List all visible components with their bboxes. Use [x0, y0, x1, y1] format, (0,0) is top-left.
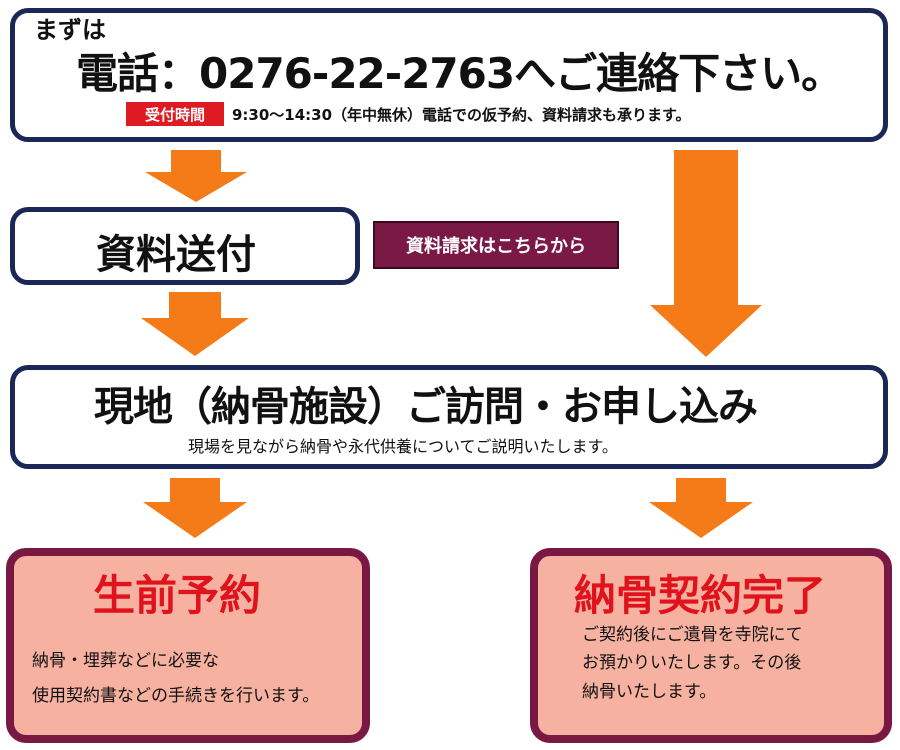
arrow-down-icon [141, 292, 249, 356]
arrow-down-long-icon [650, 150, 762, 357]
complete-outcome-line: ご契約後にご遺骨を寺院にて [582, 625, 803, 645]
hours-text: 9:30～14:30（年中無休）電話での仮予約、資料請求も承ります。 [232, 106, 691, 124]
hours-badge: 受付時間 [126, 102, 224, 126]
reservation-outcome-line: 使用契約書などの手続きを行います。 [32, 686, 320, 706]
arrow-down-icon [143, 478, 247, 538]
complete-outcome-title: 納骨契約完了 [574, 571, 827, 620]
reservation-outcome-title: 生前予約 [93, 571, 262, 620]
complete-outcome-line: お預かりいたします。その後 [582, 653, 802, 673]
complete-outcome-box [530, 548, 892, 743]
arrow-down-icon [649, 478, 753, 538]
contact-phone-line[interactable]: 電話：0276-22-2763へご連絡下さい。 [76, 49, 843, 98]
materials-step-box [10, 207, 360, 285]
request-materials-button[interactable]: 資料請求はこちらから [373, 221, 619, 269]
reservation-outcome-box [6, 548, 370, 743]
complete-outcome-line: 納骨いたします。 [582, 682, 717, 702]
visit-step-title: 現地（納骨施設）ご訪問・お申し込み [94, 384, 758, 430]
arrow-down-icon [145, 150, 247, 202]
contact-lead: まずは [34, 16, 106, 44]
materials-step-title: 資料送付 [96, 232, 256, 278]
visit-step-box [10, 365, 888, 469]
reservation-outcome-line: 納骨・埋葬などに必要な [32, 651, 219, 671]
visit-step-desc: 現場を見ながら納骨や永代供養についてご説明いたします。 [188, 437, 618, 456]
